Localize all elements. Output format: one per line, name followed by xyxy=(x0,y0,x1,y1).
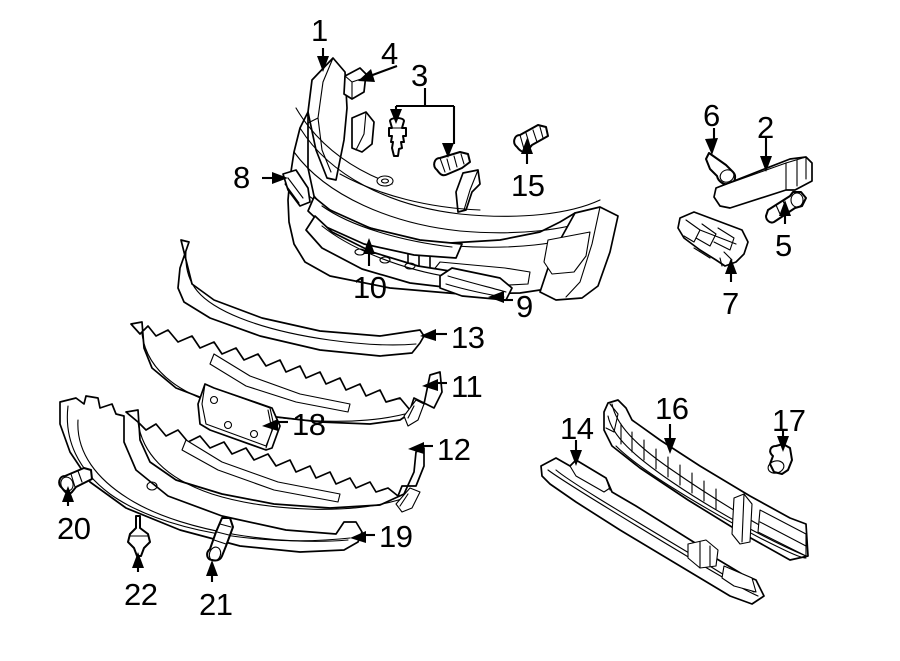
callout-number-11[interactable]: 11 xyxy=(451,369,483,404)
part-impact-bar-clip[interactable] xyxy=(767,443,793,475)
callout-number-20[interactable]: 20 xyxy=(57,511,91,546)
callout-number-4[interactable]: 4 xyxy=(381,36,398,71)
callout-number-10[interactable]: 10 xyxy=(353,270,387,305)
leader-11 xyxy=(422,379,447,391)
part-bumper-retainer-pushpin[interactable] xyxy=(388,117,407,157)
leader-18 xyxy=(262,419,288,431)
leader-19 xyxy=(350,531,375,543)
part-bumper-impact-bar[interactable] xyxy=(603,399,809,561)
callout-number-13[interactable]: 13 xyxy=(451,320,485,355)
leader-12 xyxy=(408,442,433,454)
leader-2 xyxy=(760,138,772,172)
part-valance-bolt[interactable] xyxy=(206,517,234,562)
leader-13 xyxy=(420,329,447,341)
part-bumper-retainer-screw[interactable] xyxy=(433,151,471,177)
leader-21 xyxy=(206,560,218,582)
callout-number-22[interactable]: 22 xyxy=(124,577,158,612)
leader-20 xyxy=(62,486,74,506)
leader-17 xyxy=(777,430,789,452)
part-impact-absorber[interactable] xyxy=(677,211,749,267)
callout-number-21[interactable]: 21 xyxy=(199,587,233,622)
part-license-plate-bracket[interactable] xyxy=(197,383,281,451)
callout-number-3[interactable]: 3 xyxy=(411,58,428,93)
callout-number-18[interactable]: 18 xyxy=(292,407,326,442)
callout-number-8[interactable]: 8 xyxy=(233,160,250,195)
leader-16 xyxy=(664,424,676,454)
callout-number-14[interactable]: 14 xyxy=(560,411,594,446)
part-bumper-cover-clip[interactable] xyxy=(343,67,367,100)
leader-3 xyxy=(390,88,456,158)
leader-4 xyxy=(358,65,398,82)
part-grille-insert-small[interactable] xyxy=(282,169,311,207)
part-valance-screw[interactable] xyxy=(58,467,93,495)
part-brace-rivet[interactable] xyxy=(705,152,737,186)
callout-number-1[interactable]: 1 xyxy=(311,13,328,48)
leader-10 xyxy=(363,238,375,266)
callout-number-16[interactable]: 16 xyxy=(655,391,689,426)
part-front-bumper-cover[interactable] xyxy=(287,57,619,301)
callout-number-2[interactable]: 2 xyxy=(757,110,774,145)
leader-1 xyxy=(317,48,329,72)
callout-number-5[interactable]: 5 xyxy=(775,228,792,263)
leader-9 xyxy=(488,291,513,303)
part-cover-screw[interactable] xyxy=(513,124,549,153)
leader-8 xyxy=(262,172,288,184)
leader-7 xyxy=(725,258,737,282)
callout-number-12[interactable]: 12 xyxy=(437,432,471,467)
leader-22 xyxy=(132,552,144,572)
leader-15 xyxy=(521,138,533,164)
callout-number-7[interactable]: 7 xyxy=(722,286,739,321)
callout-number-15[interactable]: 15 xyxy=(511,168,545,203)
part-bumper-upper-trim[interactable] xyxy=(177,239,425,357)
part-front-air-dam[interactable] xyxy=(59,395,363,553)
part-bumper-brace[interactable] xyxy=(713,156,813,209)
callout-number-9[interactable]: 9 xyxy=(516,289,533,324)
leader-5 xyxy=(779,200,791,224)
leader-14 xyxy=(570,440,582,466)
leader-6 xyxy=(705,128,718,155)
callout-number-17[interactable]: 17 xyxy=(772,403,806,438)
callout-number-19[interactable]: 19 xyxy=(379,519,413,554)
part-bumper-reinforcement-bar[interactable] xyxy=(540,457,765,605)
part-lower-valance-trim[interactable] xyxy=(125,409,425,513)
callout-number-6[interactable]: 6 xyxy=(703,98,720,133)
part-valance-push-pin[interactable] xyxy=(127,515,151,557)
